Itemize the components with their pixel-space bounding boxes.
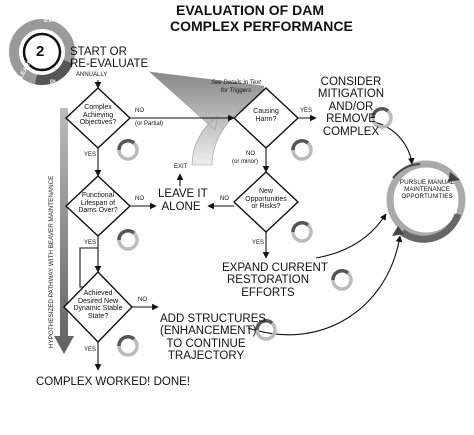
outcome-done: COMPLEX WORKED! DONE! (36, 376, 190, 388)
exit-label: EXIT (174, 164, 188, 170)
d4-no-label: NO (246, 151, 255, 157)
step-number: 2 (36, 43, 45, 60)
details-note-1: See Details in Text (211, 80, 261, 86)
small-cycle-icons (117, 106, 393, 357)
start-subtext: ANNUALLY (76, 72, 108, 78)
start-line-2: RE-EVALUATE (70, 58, 149, 70)
start-line-1: START OR (70, 46, 127, 58)
d5-yes-label: YES (252, 240, 265, 246)
d4-no-sublabel: (or minor) (232, 159, 259, 165)
d3-yes-label: YES (84, 347, 97, 353)
d3-no-label: NO (138, 297, 147, 303)
pathway-bar-head (54, 336, 74, 354)
title-line-1: EVALUATION OF DAM (175, 2, 325, 18)
d5-no-label: NO (220, 196, 229, 202)
pathway-bar (60, 108, 68, 338)
title-line-2: COMPLEX PERFORMANCE (170, 18, 353, 34)
d2-yes-label: YES (84, 240, 97, 246)
ring-label-plan: PLAN (50, 80, 67, 86)
step-cycle-ring (9, 19, 75, 85)
details-note-2: for Triggers (220, 88, 252, 94)
pathway-label: HYPOTHESIZED PATHWAY WITH BEAVER MAINTEN… (48, 175, 55, 349)
d2-no-label: NO (135, 196, 144, 202)
d1-yes-label: YES (84, 152, 97, 158)
d4-yes-label: YES (300, 108, 313, 114)
maintenance-cycle-ring (386, 160, 466, 243)
maintenance-badge: DO (448, 210, 457, 216)
d1-no-sublabel: (or Partial) (135, 121, 164, 127)
d1-no-label: NO (135, 108, 144, 114)
ring-label-evaluate: EVALUATE (44, 18, 76, 24)
